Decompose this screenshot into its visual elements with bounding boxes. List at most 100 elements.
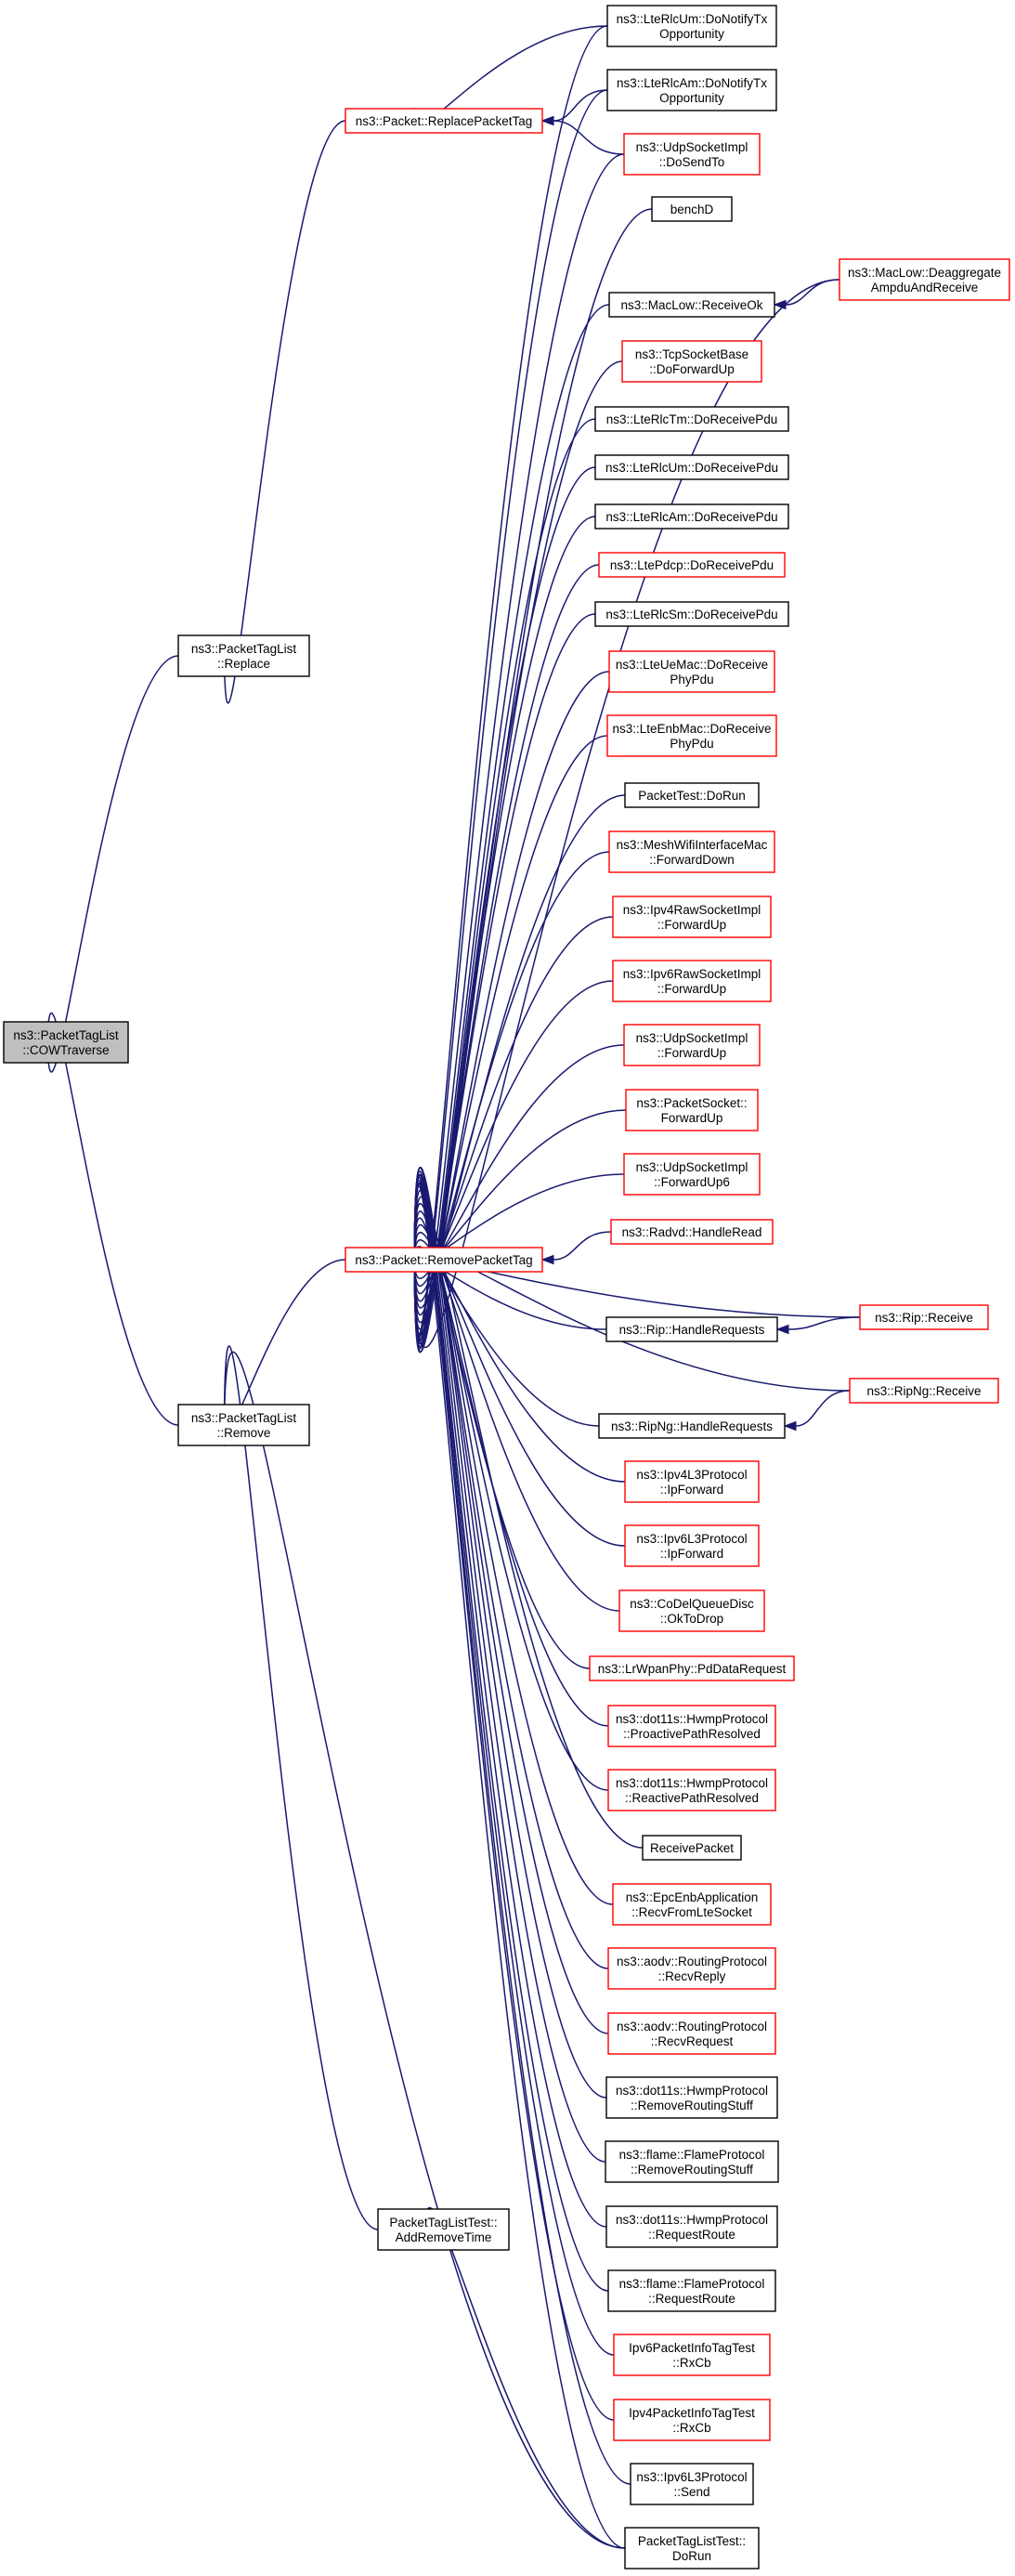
node-label-line: ns3::LteRlcSm::DoReceivePdu — [605, 608, 777, 621]
edge-line-2 — [223, 120, 346, 704]
node-label-line: PacketTagListTest:: — [389, 2216, 497, 2229]
node-codel[interactable]: ns3::CoDelQueueDisc::OkToDrop — [618, 1589, 765, 1632]
edge-line-37 — [413, 1246, 600, 1427]
node-box-hwremove — [605, 2076, 778, 2119]
node-ripngr[interactable]: ns3::RipNg::Receive — [849, 1378, 999, 1404]
node-label-line: ns3::dot11s::HwmpProtocol — [616, 1776, 768, 1790]
node-box-codel — [618, 1589, 765, 1632]
node-label-line: ns3::LteRlcUm::DoNotifyTx — [617, 12, 768, 26]
node-um_rx[interactable]: ns3::LteRlcUm::DoReceivePdu — [594, 454, 789, 480]
node-tm[interactable]: ns3::LteRlcTm::DoReceivePdu — [594, 406, 789, 432]
edge-line-26 — [413, 735, 608, 1316]
node-recvp[interactable]: ReceivePacket — [642, 1835, 742, 1861]
node-epc[interactable]: ns3::EpcEnbApplication::RecvFromLteSocke… — [612, 1883, 772, 1926]
node-label-line: ::RecvRequest — [651, 2034, 734, 2048]
node-label-line: ns3::Packet::ReplacePacketTag — [356, 114, 533, 128]
node-hwrea[interactable]: ns3::dot11s::HwmpProtocol::ReactivePathR… — [607, 1769, 776, 1811]
node-ip6info[interactable]: Ipv6PacketInfoTagTest::RxCb — [613, 2334, 771, 2376]
node-rmpt[interactable]: ns3::Packet::RemovePacketTag — [345, 1247, 543, 1273]
node-ip4info[interactable]: Ipv4PacketInfoTagTest::RxCb — [613, 2399, 771, 2441]
node-label-line: ::RemoveRoutingStuff — [631, 2099, 753, 2112]
edge-arrowhead-34 — [540, 1254, 554, 1265]
edge-line-51 — [413, 1170, 607, 2228]
node-label-line: ::RequestRoute — [648, 2292, 735, 2306]
node-label-line: ::RemoveRoutingStuff — [631, 2163, 753, 2177]
node-raw6[interactable]: ns3::Ipv6RawSocketImpl::ForwardUp — [612, 960, 772, 1002]
node-aodvreq[interactable]: ns3::aodv::RoutingProtocol::RecvRequest — [607, 2012, 776, 2055]
edge-line-10 — [785, 279, 840, 306]
node-pkts[interactable]: ns3::PacketSocket::ForwardUp — [625, 1089, 759, 1131]
node-hwpro[interactable]: ns3::dot11s::HwmpProtocol::ProactivePath… — [607, 1705, 776, 1747]
edge-hwrea-to-rmpt — [410, 1203, 609, 1791]
node-box-pkts — [625, 1089, 759, 1131]
node-box-repl — [177, 634, 310, 677]
node-label-line: ::RecvReply — [658, 1969, 726, 1983]
edge-line-56 — [413, 1184, 626, 2549]
node-box-ip6send — [630, 2463, 754, 2505]
node-box-pdcp — [598, 552, 786, 578]
node-label-line: ReceivePacket — [650, 1841, 734, 1855]
node-maclow[interactable]: ns3::MacLow::ReceiveOk — [608, 292, 775, 318]
node-udp6[interactable]: ns3::UdpSocketImpl::ForwardUp6 — [623, 1153, 761, 1196]
node-riph[interactable]: ns3::Rip::HandleRequests — [605, 1316, 778, 1342]
node-label-line: ::IpForward — [660, 1547, 723, 1561]
edge-line-16 — [413, 208, 653, 1345]
node-label-line: ns3::UdpSocketImpl — [636, 1031, 748, 1045]
node-label-line: PhyPdu — [670, 673, 713, 686]
node-benchd[interactable]: benchD — [651, 196, 733, 222]
node-sm[interactable]: ns3::LteRlcSm::DoReceivePdu — [594, 601, 789, 627]
node-rpt[interactable]: ns3::Packet::ReplacePacketTag — [345, 108, 543, 134]
node-ip4f[interactable]: ns3::Ipv4L3Protocol::IpForward — [624, 1460, 760, 1503]
node-rem[interactable]: ns3::PacketTagList::Remove — [177, 1404, 310, 1446]
node-ptest[interactable]: PacketTest::DoRun — [624, 782, 760, 808]
node-udpf[interactable]: ns3::UdpSocketImpl::ForwardUp — [623, 1024, 761, 1066]
node-am_rx[interactable]: ns3::LteRlcAm::DoReceivePdu — [594, 503, 789, 530]
node-box-udpf — [623, 1024, 761, 1066]
node-box-hwreqr — [605, 2205, 778, 2248]
node-art[interactable]: PacketTagListTest::AddRemoveTime — [377, 2208, 510, 2251]
node-cow[interactable]: ns3::PacketTagList::COWTraverse — [3, 1021, 129, 1064]
node-flreqr[interactable]: ns3::flame::FlameProtocol::RequestRoute — [607, 2269, 776, 2312]
node-label-line: ns3::Rip::Receive — [875, 1311, 973, 1325]
node-udp_send[interactable]: ns3::UdpSocketImpl::DoSendTo — [623, 133, 761, 176]
node-label-line: ::DoForwardUp — [649, 362, 735, 376]
edge-line-42 — [413, 1217, 591, 1669]
edge-line-39 — [413, 1239, 626, 1483]
edge-radvd-to-rmpt — [540, 1231, 612, 1265]
node-label-line: ::ForwardUp — [657, 982, 726, 996]
node-hwremove[interactable]: ns3::dot11s::HwmpProtocol::RemoveRouting… — [605, 2076, 778, 2119]
edge-line-3 — [223, 1259, 346, 1430]
node-box-rem — [177, 1404, 310, 1446]
node-radvd[interactable]: ns3::Radvd::HandleRead — [610, 1219, 774, 1245]
node-hwreqr[interactable]: ns3::dot11s::HwmpProtocol::RequestRoute — [605, 2205, 778, 2248]
node-lrwpan[interactable]: ns3::LrWpanPhy::PdDataRequest — [589, 1655, 795, 1681]
node-raw4[interactable]: ns3::Ipv4RawSocketImpl::ForwardUp — [612, 896, 772, 938]
node-ripngh[interactable]: ns3::RipNg::HandleRequests — [598, 1413, 786, 1439]
node-repl[interactable]: ns3::PacketTagList::Replace — [177, 634, 310, 677]
edge-line-34 — [553, 1231, 612, 1261]
node-tcp[interactable]: ns3::TcpSocketBase::DoForwardUp — [621, 340, 762, 383]
node-flremove[interactable]: ns3::flame::FlameProtocol::RemoveRouting… — [605, 2140, 779, 2183]
node-label-line: PacketTest::DoRun — [638, 789, 746, 803]
node-label-line: ForwardUp — [661, 1111, 723, 1125]
edge-repl-to-cow — [43, 655, 179, 1073]
node-box-hwpro — [607, 1705, 776, 1747]
node-ptldorun[interactable]: PacketTagListTest::DoRun — [624, 2527, 760, 2569]
node-mesh[interactable]: ns3::MeshWifiInterfaceMac::ForwardDown — [608, 830, 775, 873]
node-ripr[interactable]: ns3::Rip::Receive — [859, 1304, 989, 1330]
node-label-line: ::OkToDrop — [660, 1612, 723, 1626]
node-aodvrep[interactable]: ns3::aodv::RoutingProtocol::RecvReply — [607, 1947, 776, 1990]
node-box-ptest — [624, 782, 760, 808]
edge-line-17 — [413, 304, 610, 1350]
node-ip6send[interactable]: ns3::Ipv6L3Protocol::Send — [630, 2463, 754, 2505]
node-label-line: ns3::PacketSocket:: — [636, 1096, 747, 1110]
node-label-line: ::ProactivePathResolved — [623, 1727, 761, 1741]
node-pdcp[interactable]: ns3::LtePdcp::DoReceivePdu — [598, 552, 786, 578]
edge-line-11 — [787, 1316, 861, 1330]
node-ip6f[interactable]: ns3::Ipv6L3Protocol::IpForward — [624, 1524, 760, 1567]
